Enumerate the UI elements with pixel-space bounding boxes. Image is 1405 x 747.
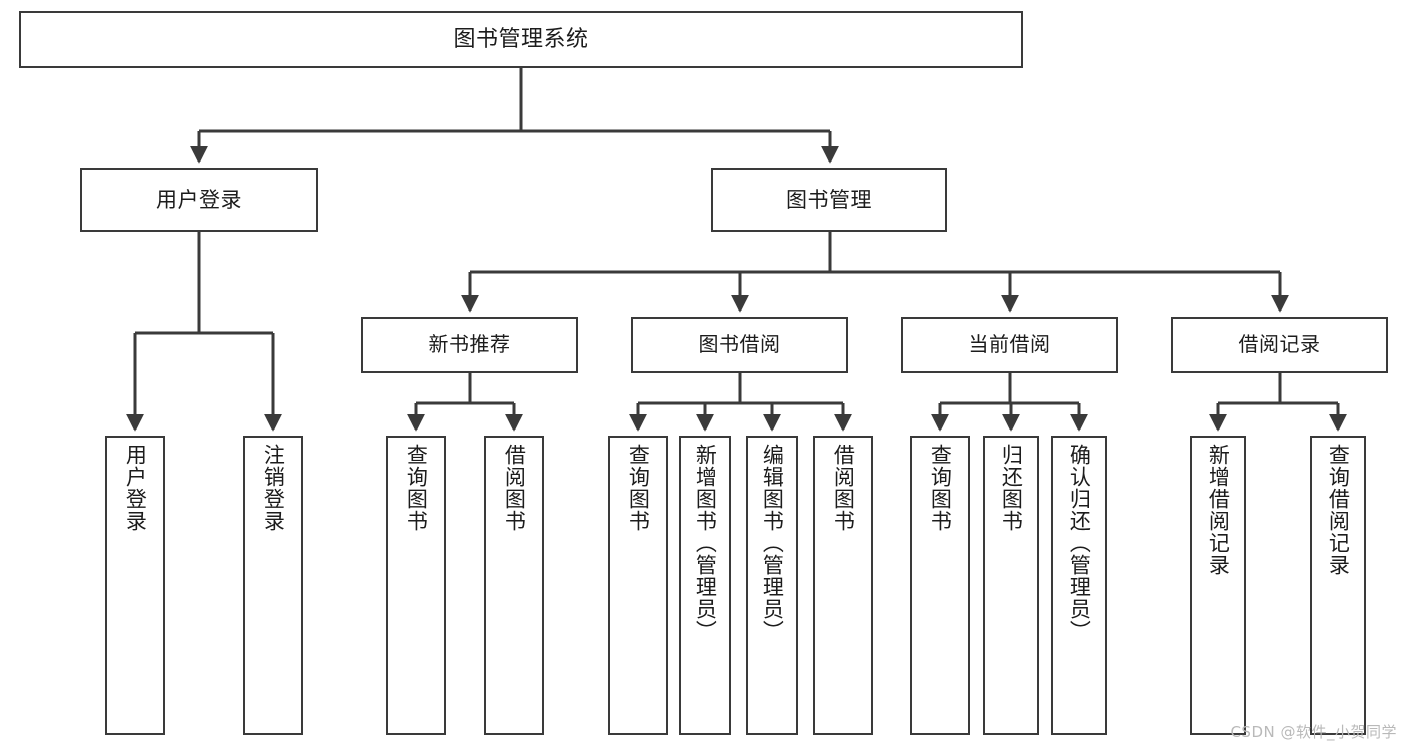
node-label-leaf-query-borrow-rec: 查询借阅记录 <box>1326 444 1351 576</box>
node-leaf-borrow-book-rec[interactable]: 借阅图书 <box>484 436 544 735</box>
node-leaf-edit-book[interactable]: 编辑图书（管理员） <box>746 436 798 735</box>
node-label-leaf-add-book: 新增图书（管理员） <box>693 444 718 642</box>
node-label-root: 图书管理系统 <box>453 26 589 52</box>
node-leaf-add-borrow-rec[interactable]: 新增借阅记录 <box>1190 436 1246 735</box>
node-label-leaf-logout: 注销登录 <box>261 444 286 532</box>
node-label-leaf-query-book-cb: 查询图书 <box>928 444 953 532</box>
node-label-leaf-query-book-br: 查询图书 <box>626 444 651 532</box>
node-leaf-query-book-br[interactable]: 查询图书 <box>608 436 668 735</box>
node-new-book-rec[interactable]: 新书推荐 <box>361 317 578 373</box>
node-leaf-logout[interactable]: 注销登录 <box>243 436 303 735</box>
node-leaf-confirm-return[interactable]: 确认归还（管理员） <box>1051 436 1107 735</box>
csdn-watermark: CSDN @软件_小贺同学 <box>1230 723 1397 741</box>
node-label-leaf-user-login: 用户登录 <box>123 444 148 532</box>
node-root[interactable]: 图书管理系统 <box>19 11 1023 68</box>
node-label-leaf-return-book: 归还图书 <box>999 444 1024 532</box>
node-label-leaf-borrow-book-rec: 借阅图书 <box>502 444 527 532</box>
node-leaf-query-borrow-rec[interactable]: 查询借阅记录 <box>1310 436 1366 735</box>
node-book-borrow[interactable]: 图书借阅 <box>631 317 848 373</box>
node-user-login[interactable]: 用户登录 <box>80 168 318 232</box>
node-label-book-borrow: 图书借阅 <box>698 332 781 357</box>
node-leaf-return-book[interactable]: 归还图书 <box>983 436 1039 735</box>
node-label-user-login: 用户登录 <box>156 187 242 212</box>
node-label-new-book-rec: 新书推荐 <box>428 332 511 357</box>
node-label-leaf-confirm-return: 确认归还（管理员） <box>1067 444 1092 642</box>
node-label-leaf-borrow-book-br: 借阅图书 <box>831 444 856 532</box>
node-leaf-query-book-rec[interactable]: 查询图书 <box>386 436 446 735</box>
node-label-leaf-edit-book: 编辑图书（管理员） <box>760 444 785 642</box>
node-label-leaf-add-borrow-rec: 新增借阅记录 <box>1206 444 1231 576</box>
node-label-current-borrow: 当前借阅 <box>968 332 1051 357</box>
node-label-borrow-record: 借阅记录 <box>1238 332 1321 357</box>
node-book-manage[interactable]: 图书管理 <box>711 168 947 232</box>
node-leaf-borrow-book-br[interactable]: 借阅图书 <box>813 436 873 735</box>
node-borrow-record[interactable]: 借阅记录 <box>1171 317 1388 373</box>
node-leaf-query-book-cb[interactable]: 查询图书 <box>910 436 970 735</box>
node-leaf-user-login[interactable]: 用户登录 <box>105 436 165 735</box>
node-label-book-manage: 图书管理 <box>786 187 872 212</box>
node-label-leaf-query-book-rec: 查询图书 <box>404 444 429 532</box>
node-leaf-add-book[interactable]: 新增图书（管理员） <box>679 436 731 735</box>
node-current-borrow[interactable]: 当前借阅 <box>901 317 1118 373</box>
